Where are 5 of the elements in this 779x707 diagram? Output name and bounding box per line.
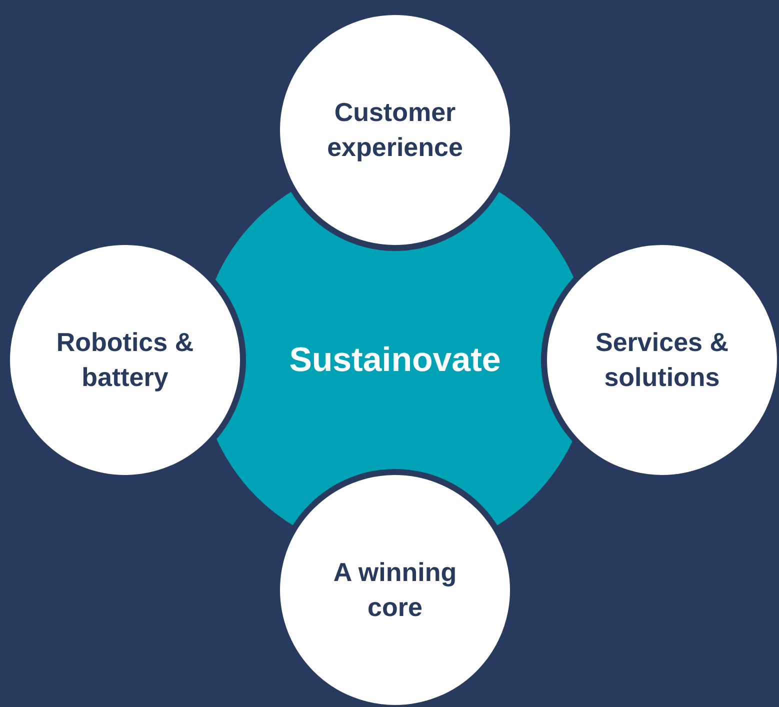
topic-label: Services & solutions	[594, 326, 730, 394]
topic-label: Robotics & battery	[55, 326, 195, 394]
topic-label: A winning core	[332, 556, 458, 624]
topic-label: Customer experience	[326, 96, 464, 164]
hub-label: Sustainovate	[289, 340, 501, 380]
